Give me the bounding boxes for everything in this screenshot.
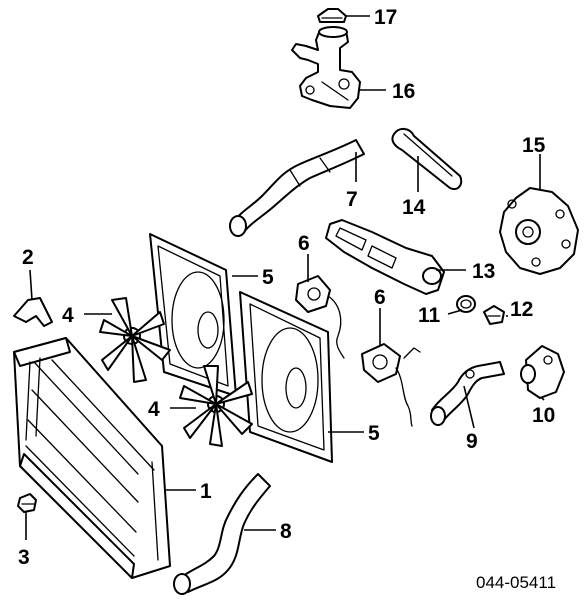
callout-9: 9 bbox=[466, 430, 478, 453]
callout-1: 1 bbox=[200, 480, 212, 503]
diagram-reference-code: 044-05411 bbox=[476, 573, 556, 592]
callout-3: 3 bbox=[18, 546, 30, 569]
part-5-shroud-lower bbox=[239, 291, 333, 463]
callout-15: 15 bbox=[522, 134, 546, 157]
callout-11: 11 bbox=[418, 304, 441, 327]
callout-2: 2 bbox=[22, 246, 34, 269]
part-1-radiator bbox=[13, 337, 171, 579]
part-5-shroud-upper bbox=[149, 233, 237, 397]
callout-6-upper: 6 bbox=[298, 232, 310, 255]
part-16-filler-housing bbox=[291, 26, 361, 109]
part-17-cap bbox=[317, 8, 347, 23]
callout-5-upper: 5 bbox=[262, 266, 274, 289]
part-4-fan-lower bbox=[179, 365, 253, 447]
callout-12: 12 bbox=[510, 298, 533, 321]
callout-10: 10 bbox=[532, 404, 555, 427]
callout-5-lower: 5 bbox=[368, 422, 380, 445]
part-9-water-pipe bbox=[430, 361, 505, 426]
part-12-sensor bbox=[483, 305, 505, 325]
callout-14: 14 bbox=[402, 196, 426, 219]
part-4-fan-upper bbox=[99, 297, 171, 383]
callout-17: 17 bbox=[374, 6, 397, 29]
part-6-motor-lower bbox=[361, 343, 421, 427]
part-8-lower-hose bbox=[173, 473, 271, 595]
callout-8: 8 bbox=[280, 520, 292, 543]
part-11-o-ring bbox=[456, 295, 476, 313]
part-6-motor-upper bbox=[295, 275, 345, 359]
part-10-water-inlet bbox=[520, 345, 565, 399]
part-7-upper-hose bbox=[229, 139, 365, 237]
callout-4-upper: 4 bbox=[62, 304, 74, 327]
callout-13: 13 bbox=[472, 260, 495, 283]
leader-lines bbox=[25, 15, 545, 540]
part-2-bracket bbox=[13, 297, 53, 327]
callout-7: 7 bbox=[346, 188, 358, 211]
part-13-housing-gasket bbox=[325, 219, 445, 295]
part-3-drain-plug bbox=[17, 493, 37, 513]
part-14-hose bbox=[391, 128, 463, 190]
callout-4-lower: 4 bbox=[148, 398, 160, 421]
callout-6-lower: 6 bbox=[374, 286, 386, 309]
part-15-water-pump bbox=[499, 187, 579, 275]
callout-16: 16 bbox=[392, 80, 415, 103]
